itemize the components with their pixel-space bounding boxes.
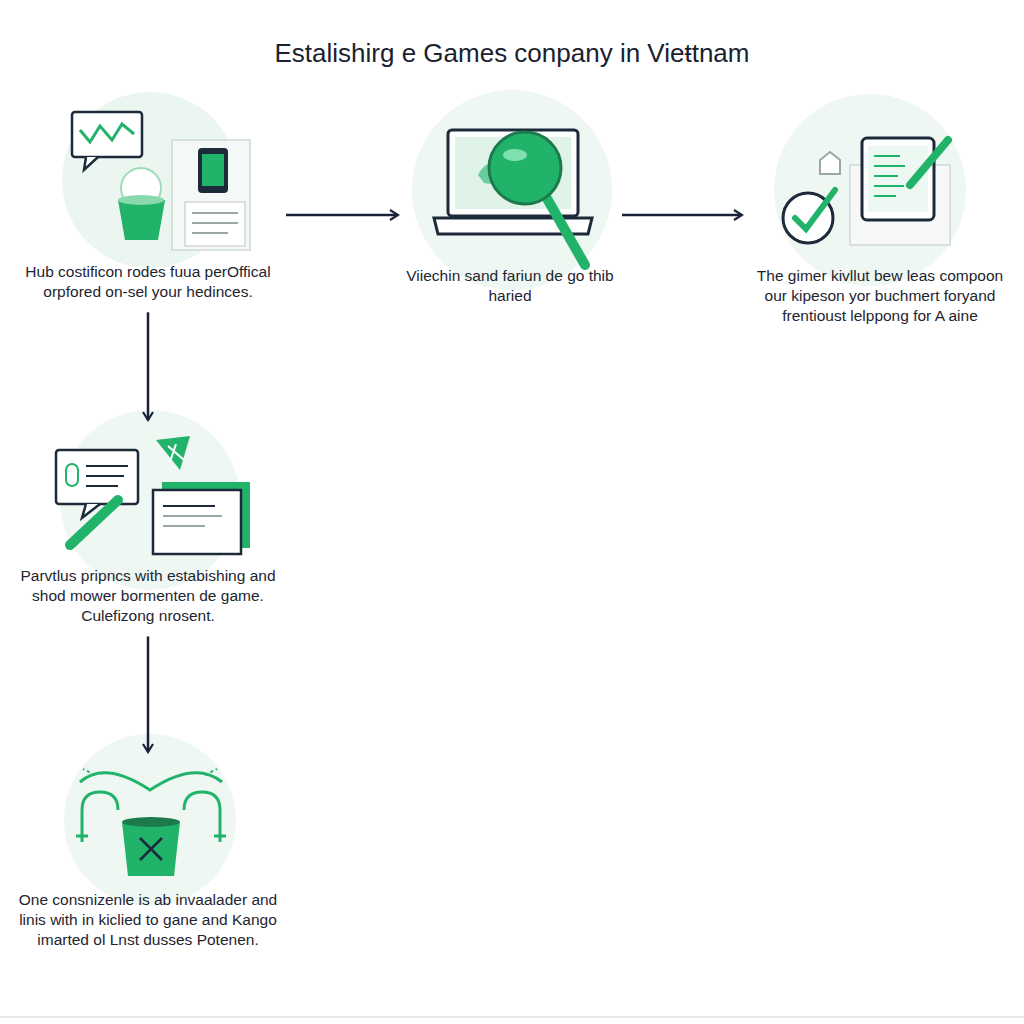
flow-arrow bbox=[147, 312, 150, 420]
step-one-icon bbox=[62, 92, 250, 268]
process-step: Hub costificon rodes fuua perOffical orp… bbox=[10, 100, 286, 312]
step-five-icon bbox=[64, 734, 236, 906]
process-step: The gimer kivllut bew leas compoon our k… bbox=[742, 100, 1018, 336]
step-four-icon bbox=[56, 410, 250, 590]
bottom-rule bbox=[0, 1016, 1024, 1018]
step-text: One consnizenle is ab invaalader and lin… bbox=[10, 890, 286, 950]
flow-arrow bbox=[622, 214, 742, 217]
diagram-title: Estalishirg e Games conpany in Vieŧtnam bbox=[0, 38, 1024, 69]
flow-arrow bbox=[147, 636, 150, 752]
step-text: Hub costificon rodes fuua perOffical orp… bbox=[10, 262, 286, 302]
step-text: Viiechin sand fariun de go thib haried bbox=[398, 266, 622, 306]
process-step: Parvtlus pripncs with estabishing and sh… bbox=[10, 420, 286, 636]
step-two-icon bbox=[412, 90, 612, 290]
flow-arrow bbox=[286, 214, 398, 217]
process-step: Viiechin sand fariun de go thib haried bbox=[398, 100, 622, 316]
step-text: Parvtlus pripncs with estabishing and sh… bbox=[10, 566, 286, 626]
step-three-icon bbox=[774, 94, 966, 286]
process-step: One consnizenle is ab invaalader and lin… bbox=[10, 752, 286, 960]
step-text: The gimer kivllut bew leas compoon our k… bbox=[742, 266, 1018, 326]
